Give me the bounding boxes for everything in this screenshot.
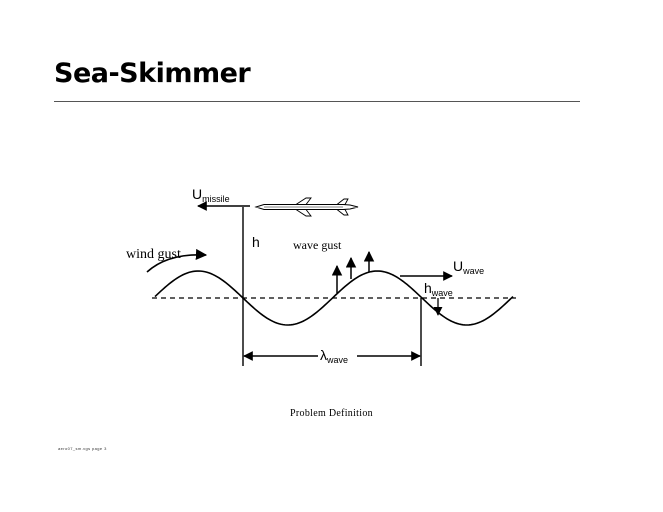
figure-caption: Problem Definition (290, 408, 373, 419)
wind-gust-label: wind gust (126, 247, 181, 262)
wavelength-label: λwave (320, 347, 348, 365)
wind-gust-arrow (146, 248, 208, 273)
wave-gust-label: wave gust (293, 238, 342, 252)
wave-curve (154, 270, 514, 326)
u-wave-label: Uwave (453, 258, 484, 276)
h-wave-label: hwave (424, 280, 453, 298)
missile-icon (254, 197, 359, 217)
h-label: h (252, 234, 260, 250)
u-missile-label: Umissile (192, 186, 230, 204)
page-title: Sea-Skimmer (54, 58, 251, 89)
title-divider (54, 101, 580, 102)
page-footer: aero07_sm.vgs page 3 (58, 446, 107, 451)
